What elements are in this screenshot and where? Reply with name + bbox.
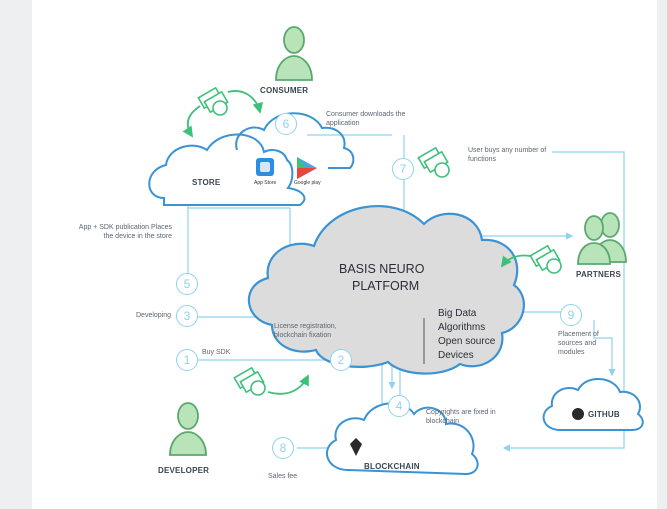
step-3-circle: 3: [176, 305, 198, 327]
feature-open-source: Open source: [438, 336, 496, 347]
consumer-person-icon: [275, 26, 313, 81]
consumer-cloud: [235, 112, 355, 169]
money-icon-partners: [529, 244, 562, 274]
partners-label: PARTNERS: [576, 270, 622, 279]
caption-developing: Developing: [136, 312, 172, 319]
caption-consumer-downloads: Consumer downloads the application: [326, 111, 406, 127]
app-store-label: App Store: [254, 180, 277, 186]
developer-label: DEVELOPER: [158, 466, 210, 475]
step-9-circle: 9: [560, 304, 582, 326]
platform-title-line1: BASIS NEURO: [339, 262, 425, 276]
green-arrow-bottom: [267, 374, 309, 395]
google-play-label: Google play: [294, 180, 321, 186]
green-arrow-top-left: [182, 105, 201, 138]
step-5-circle: 5: [176, 273, 198, 295]
blockchain-label: BLOCKCHAIN: [364, 462, 420, 471]
step-4-circle: 4: [388, 395, 410, 417]
caption-user-buys: User buys any number of functions: [468, 147, 547, 163]
step-2-circle: 2: [330, 349, 352, 371]
green-arrow-partners: [500, 254, 531, 268]
step-7-circle: 7: [392, 158, 414, 180]
blockchain-icon: [350, 438, 362, 456]
github-label: GITHUB: [588, 410, 620, 419]
partners-person-icon: [577, 212, 627, 265]
github-cloud: [542, 378, 644, 431]
blockchain-cloud: [325, 402, 479, 476]
caption-license: License registration, blockchain fixatio…: [274, 323, 337, 339]
step-8-circle: 8: [272, 437, 294, 459]
step-1-circle: 1: [176, 349, 198, 371]
diagram-canvas: CONSUMER STORE App Store Google play BAS…: [32, 0, 657, 509]
platform-title-line2: PLATFORM: [352, 279, 420, 293]
developer-person-icon: [169, 402, 207, 456]
feature-big-data: Big Data: [438, 308, 477, 319]
money-icon-bottom: [233, 366, 266, 396]
line-to-github: [593, 320, 616, 377]
store-cloud: [148, 133, 306, 206]
diagram-graphics: [148, 26, 644, 476]
feature-algorithms: Algorithms: [438, 322, 486, 333]
caption-buy-sdk: Buy SDK: [202, 349, 231, 356]
consumer-label: CONSUMER: [260, 86, 309, 95]
feature-devices: Devices: [438, 350, 474, 361]
caption-copyrights: Copyrights are fixed in blockchain: [426, 409, 496, 425]
caption-sales-fee: Sales fee: [268, 473, 298, 480]
money-icon-right: [417, 146, 450, 178]
caption-placement: Placement of sources and modules: [558, 331, 599, 356]
line-platform-to-blockchain: [502, 151, 625, 452]
platform-cloud: [247, 204, 525, 375]
caption-publication: App + SDK publication Places the device …: [78, 224, 172, 240]
store-label: STORE: [192, 178, 221, 187]
github-icon: [572, 408, 584, 420]
green-arrow-top-right: [227, 90, 264, 114]
step-6-circle: 6: [275, 113, 297, 135]
money-icon-top: [197, 86, 229, 116]
